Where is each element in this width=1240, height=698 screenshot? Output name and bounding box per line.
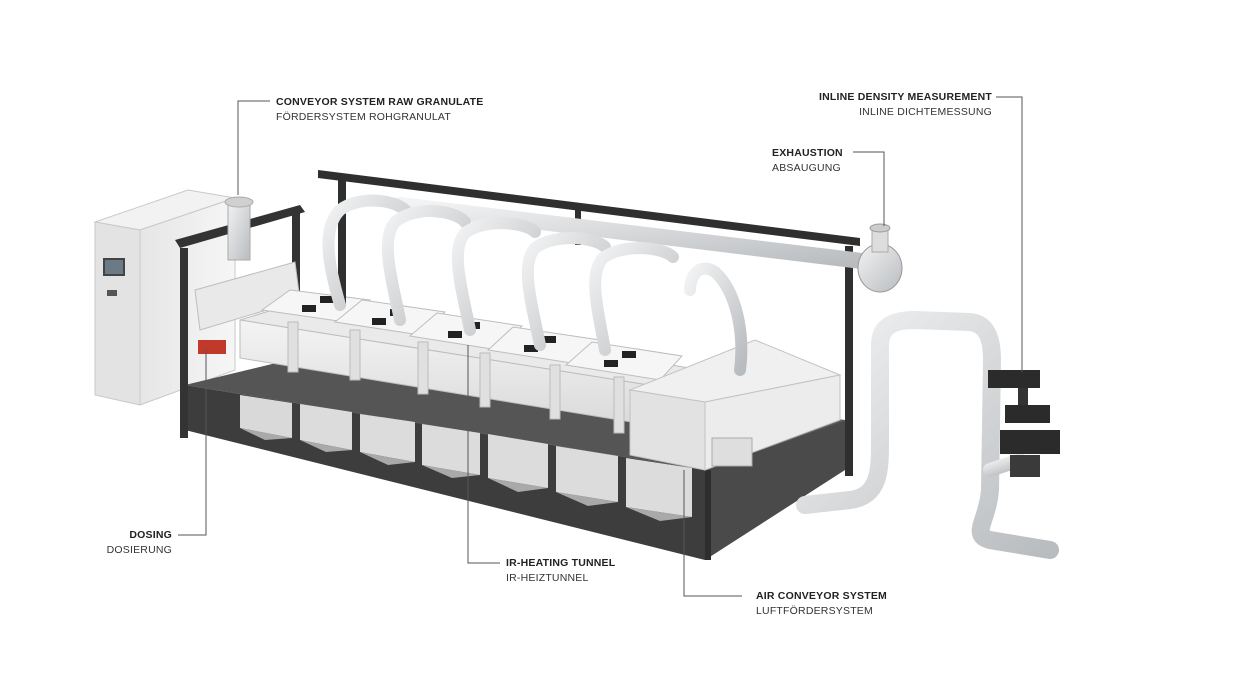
callout-subtitle: IR-HEIZTUNNEL — [506, 572, 589, 584]
ir-heating-tunnel — [239, 289, 702, 434]
callout-subtitle: FÖRDERSYSTEM ROHGRANULAT — [276, 111, 451, 123]
callout-title: INLINE DENSITY MEASUREMENT — [818, 91, 992, 103]
callout-subtitle: LUFTFÖRDERSYSTEM — [756, 605, 873, 617]
density-measurement-unit — [988, 370, 1060, 477]
callout-subtitle: ABSAUGUNG — [772, 162, 841, 174]
callout-ir-heating: IR-HEATING TUNNEL IR-HEIZTUNNEL — [506, 556, 615, 586]
callout-title: CONVEYOR SYSTEM RAW GRANULATE — [276, 96, 484, 108]
red-dosing-unit — [198, 340, 226, 354]
access-door — [711, 437, 753, 467]
leader-lines — [178, 96, 1023, 597]
callout-subtitle: INLINE DICHTEMESSUNG — [859, 106, 992, 118]
callout-dosing: DOSING DOSIERUNG — [107, 528, 172, 558]
callout-exhaustion: EXHAUSTION ABSAUGUNG — [772, 146, 843, 176]
callout-density-measurement: INLINE DENSITY MEASUREMENT INLINE DICHTE… — [819, 90, 992, 120]
callout-title: DOSING — [129, 529, 172, 541]
callout-conveyor-system: CONVEYOR SYSTEM RAW GRANULATE FÖRDERSYST… — [276, 95, 483, 125]
callout-subtitle: DOSIERUNG — [106, 544, 172, 556]
callout-title: EXHAUSTION — [772, 147, 843, 159]
dosing-unit — [175, 196, 305, 438]
exhaust-ducting — [322, 194, 878, 376]
callout-title: IR-HEATING TUNNEL — [506, 557, 616, 569]
exhaust-fan — [857, 223, 903, 293]
callout-title: AIR CONVEYOR SYSTEM — [756, 590, 887, 602]
callout-air-conveyor: AIR CONVEYOR SYSTEM LUFTFÖRDERSYSTEM — [756, 589, 887, 619]
